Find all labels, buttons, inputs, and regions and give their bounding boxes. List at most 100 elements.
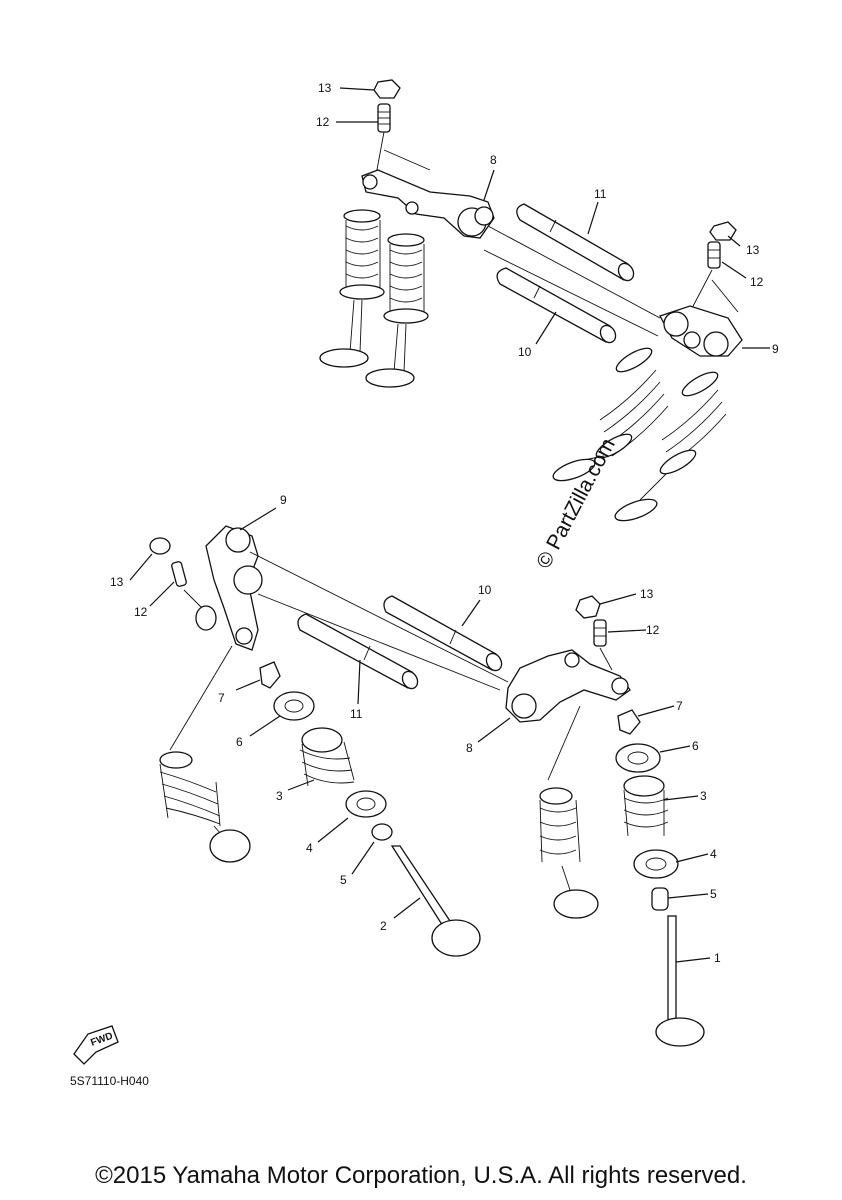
diagram-code: 5S71110-H040 xyxy=(70,1074,149,1088)
callout-6[interactable]: 6 xyxy=(659,739,699,753)
callout-12[interactable]: 12 xyxy=(721,261,764,289)
rocker-shaft-part xyxy=(496,267,617,344)
valve-part xyxy=(390,845,481,957)
valve-part xyxy=(209,825,251,863)
rocker-arm-part xyxy=(195,525,263,651)
valve-part xyxy=(553,865,599,919)
callout-label: 9 xyxy=(772,342,779,356)
rocker-arm-part xyxy=(505,649,631,723)
callout-label: 8 xyxy=(490,153,497,167)
valve-part xyxy=(319,299,369,368)
callout-12[interactable]: 12 xyxy=(607,623,660,637)
callout-13[interactable]: 13 xyxy=(318,81,375,95)
valve-part xyxy=(614,473,667,522)
valve-part xyxy=(552,455,605,482)
nut-part xyxy=(575,595,601,619)
callout-label: 4 xyxy=(710,847,717,861)
valve-spring-part xyxy=(339,209,385,300)
callout-label: 6 xyxy=(692,739,699,753)
valve-spring-part xyxy=(383,233,429,324)
callout-label: 11 xyxy=(350,707,363,721)
callout-12[interactable]: 12 xyxy=(316,115,378,129)
callout-3[interactable]: 3 xyxy=(663,789,707,803)
callout-label: 10 xyxy=(478,583,492,597)
callout-label: 12 xyxy=(750,275,764,289)
nut-part xyxy=(709,221,737,241)
callout-label: 13 xyxy=(746,243,760,257)
callout-label: 13 xyxy=(110,575,124,589)
rocker-shaft-part xyxy=(383,595,503,672)
valve-cotter-part xyxy=(259,661,281,689)
valve-spring-part xyxy=(159,751,221,827)
nut-part xyxy=(373,79,401,99)
callout-label: 11 xyxy=(594,187,607,201)
callout-label: 9 xyxy=(280,493,287,507)
callout-8[interactable]: 8 xyxy=(466,717,511,755)
callout-8[interactable]: 8 xyxy=(483,153,497,201)
callout-label: 12 xyxy=(646,623,660,637)
callout-10[interactable]: 10 xyxy=(461,583,492,627)
callout-11[interactable]: 11 xyxy=(587,187,607,235)
valve-spring-part xyxy=(623,775,669,837)
callout-label: 7 xyxy=(218,691,225,705)
callout-label: 1 xyxy=(714,951,721,965)
valve-part xyxy=(655,915,705,1047)
spring-seat-part xyxy=(345,790,387,818)
valve-cotter-part xyxy=(617,709,641,735)
callout-6[interactable]: 6 xyxy=(236,715,281,749)
callout-label: 12 xyxy=(134,605,148,619)
callout-10[interactable]: 10 xyxy=(518,311,557,359)
callout-label: 5 xyxy=(710,887,717,901)
adjust-screw-part xyxy=(593,619,607,647)
rocker-shaft-part xyxy=(297,613,419,690)
callout-12[interactable]: 12 xyxy=(134,581,175,619)
forward-direction-arrow: FWD xyxy=(73,1025,119,1065)
callout-5[interactable]: 5 xyxy=(667,887,717,901)
spring-retainer-part xyxy=(273,691,315,721)
adjust-screw-part xyxy=(707,241,721,269)
callout-13[interactable]: 13 xyxy=(727,235,760,257)
valve-spring-part xyxy=(595,347,669,459)
callout-label: 10 xyxy=(518,345,532,359)
callout-3[interactable]: 3 xyxy=(276,779,315,803)
callout-label: 4 xyxy=(306,841,313,855)
valve-stem-seal-part xyxy=(651,887,669,911)
callout-label: 13 xyxy=(640,587,654,601)
nut-part xyxy=(149,537,171,555)
rocker-arm-part xyxy=(659,305,743,357)
callout-13[interactable]: 13 xyxy=(599,587,654,605)
valve-stem-seal-part xyxy=(371,823,393,841)
callout-label: 3 xyxy=(276,789,283,803)
callout-label: 5 xyxy=(340,873,347,887)
callout-label: 3 xyxy=(700,789,707,803)
callout-label: 13 xyxy=(318,81,332,95)
callout-label: 12 xyxy=(316,115,330,129)
spring-retainer-part xyxy=(615,743,661,773)
callout-label: 7 xyxy=(676,699,683,713)
valve-spring-part xyxy=(539,787,581,863)
callout-7[interactable]: 7 xyxy=(218,679,261,705)
callout-label: 6 xyxy=(236,735,243,749)
callout-9[interactable]: 9 xyxy=(742,342,779,356)
callout-5[interactable]: 5 xyxy=(340,841,375,887)
watermark: © PartZilla.com xyxy=(532,435,620,573)
callout-13[interactable]: 13 xyxy=(110,553,153,589)
valve-part xyxy=(365,323,415,388)
valve-spring-part xyxy=(659,371,727,475)
callout-4[interactable]: 4 xyxy=(675,847,717,863)
callout-11[interactable]: 11 xyxy=(350,659,363,721)
callout-1[interactable]: 1 xyxy=(675,951,721,965)
adjust-screw-part xyxy=(377,103,391,133)
rocker-arm-part xyxy=(361,169,495,239)
callout-label: 8 xyxy=(466,741,473,755)
callout-2[interactable]: 2 xyxy=(380,897,421,933)
valve-spring-part xyxy=(299,727,355,787)
callout-4[interactable]: 4 xyxy=(306,817,349,855)
callout-7[interactable]: 7 xyxy=(637,699,683,717)
adjust-screw-part xyxy=(171,561,187,587)
spring-seat-part xyxy=(633,849,679,879)
rocker-shaft-part xyxy=(516,203,635,282)
callout-9[interactable]: 9 xyxy=(239,493,287,531)
